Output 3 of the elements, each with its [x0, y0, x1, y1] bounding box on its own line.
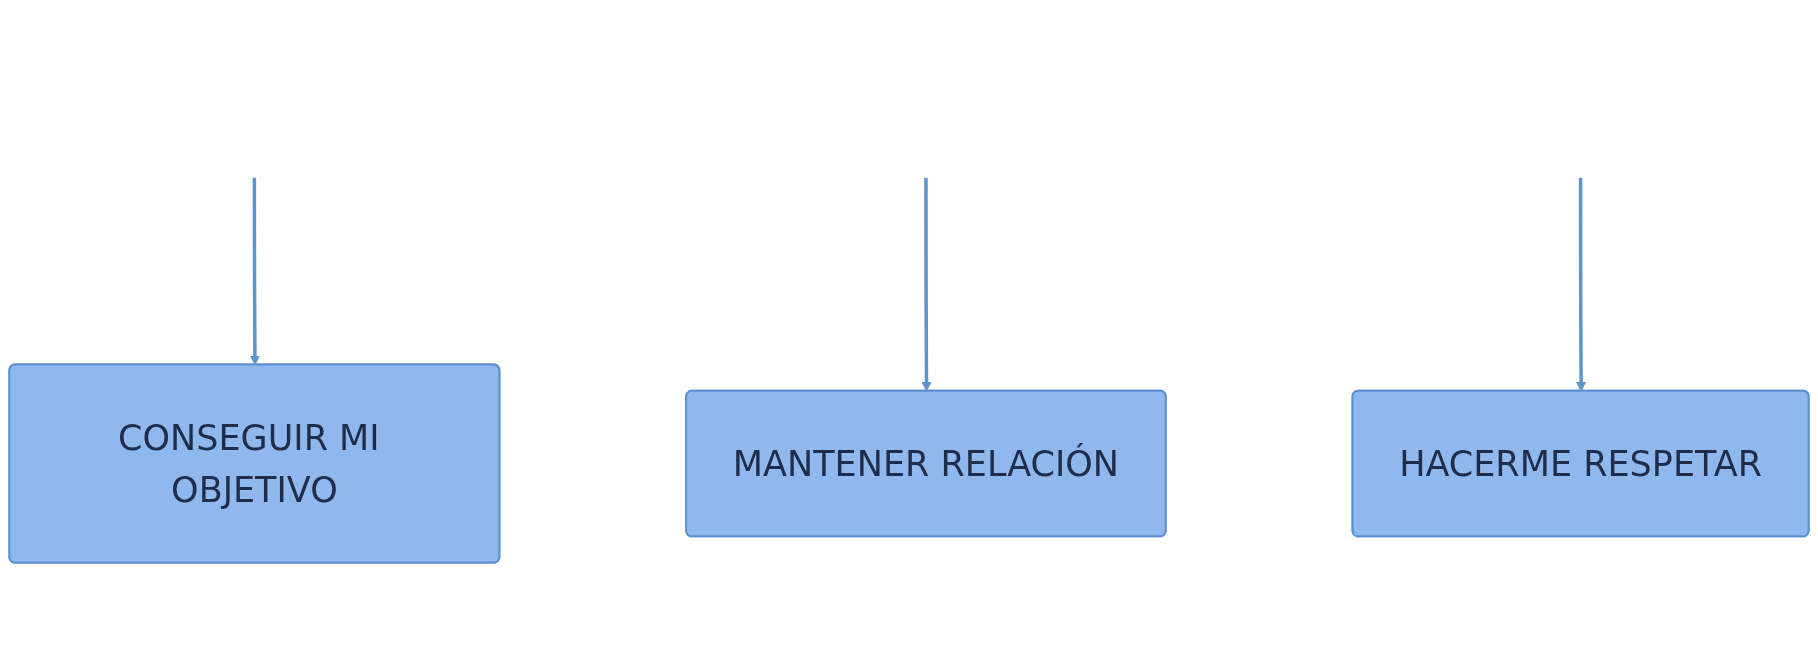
arrow: [1575, 177, 1587, 392]
arrow: [921, 177, 932, 392]
arrow: [249, 177, 261, 366]
